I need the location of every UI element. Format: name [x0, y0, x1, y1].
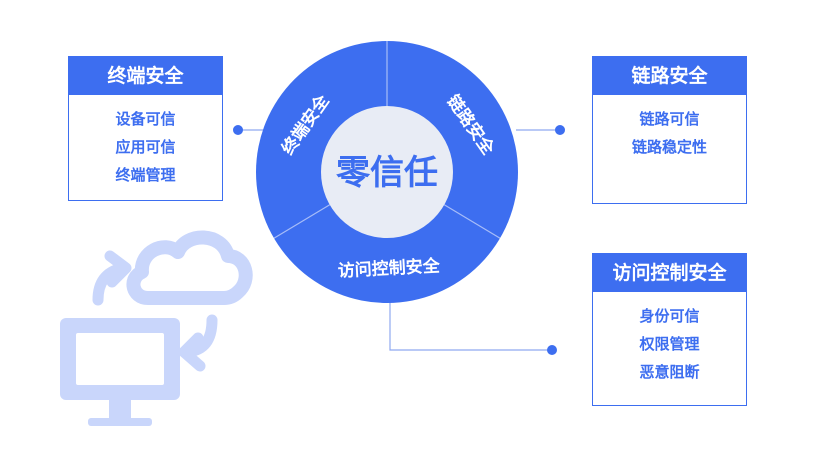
list-item: 恶意阻断	[639, 363, 700, 381]
list-item: 设备可信	[115, 110, 176, 128]
list-item: 链路可信	[639, 110, 700, 128]
list-item: 链路稳定性	[631, 138, 707, 156]
link-security-items: 链路可信 链路稳定性	[593, 95, 746, 161]
access-control-security-box: 访问控制安全 身份可信 权限管理 恶意阻断	[592, 253, 747, 406]
terminal-security-box: 终端安全 设备可信 应用可信 终端管理	[68, 56, 223, 201]
list-item: 终端管理	[115, 166, 176, 184]
center-label: 零信任	[336, 153, 438, 193]
terminal-security-items: 设备可信 应用可信 终端管理	[69, 95, 222, 189]
link-security-box: 链路安全 链路可信 链路稳定性	[592, 56, 747, 204]
link-security-title: 链路安全	[593, 57, 746, 95]
terminal-security-title: 终端安全	[69, 57, 222, 95]
connector-dot-link	[555, 125, 565, 135]
monitor-icon	[60, 318, 180, 426]
center-circle	[321, 106, 453, 238]
access-control-security-items: 身份可信 权限管理 恶意阻断	[593, 292, 746, 386]
connector-dot-access	[547, 345, 557, 355]
access-control-security-title: 访问控制安全	[593, 254, 746, 292]
list-item: 权限管理	[639, 335, 700, 353]
list-item: 应用可信	[115, 138, 176, 156]
cloud-icon	[126, 230, 253, 305]
sync-arrows-icon	[92, 250, 218, 372]
connector-dot-terminal	[233, 125, 243, 135]
ring-dividers	[270, 41, 504, 241]
list-item: 身份可信	[639, 307, 700, 325]
